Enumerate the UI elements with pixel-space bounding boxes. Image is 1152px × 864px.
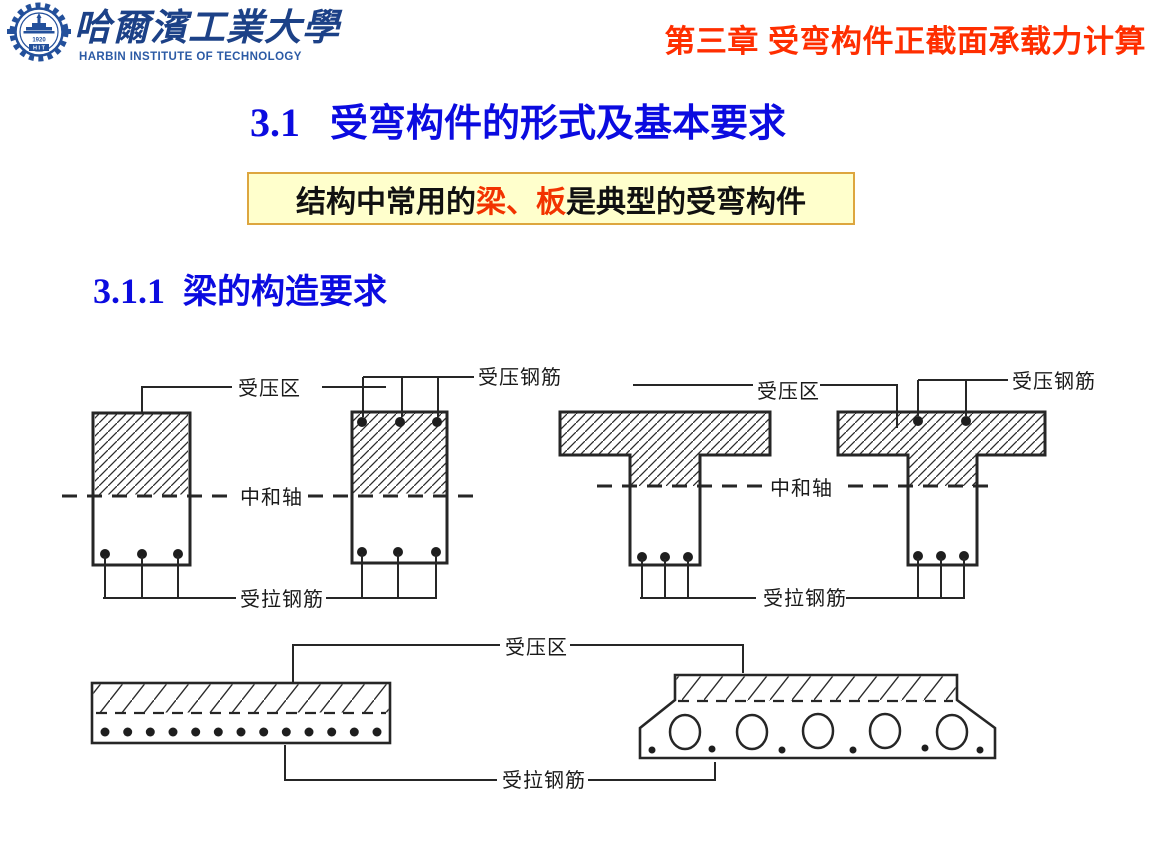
compression-zone-hatch	[93, 684, 389, 713]
compression-zone-hatch	[95, 414, 188, 495]
leader-lines	[633, 379, 1008, 599]
figure-slabs: 受压区 受拉钢筋	[90, 636, 997, 792]
tension-rebar-dots	[913, 551, 969, 561]
hollow-core-slab-section	[638, 673, 997, 760]
label-compression-zone: 受压区	[757, 380, 820, 403]
tension-rebar-dots	[100, 549, 183, 559]
logo-building-icon	[7, 13, 71, 34]
section-title: 3.1 受弯构件的形式及基本要求	[250, 92, 786, 147]
rect-beam-section-compression-rebar	[350, 410, 449, 565]
highlight-prefix: 结构中常用的	[296, 185, 476, 219]
t-beam-section-compression-rebar	[836, 410, 1047, 567]
subsection-number: 3.1.1	[93, 271, 165, 311]
label-neutral-axis: 中和轴	[770, 477, 833, 500]
t-beam-section	[558, 410, 772, 567]
label-tension-rebar: 受拉钢筋	[240, 588, 324, 611]
label-compression-zone: 受压区	[238, 377, 301, 400]
compression-zone-hatch	[839, 413, 1044, 486]
hollow-core-holes	[668, 712, 969, 751]
leader-lines	[284, 644, 744, 781]
compression-zone-hatch	[561, 413, 769, 486]
section-title-text: 受弯构件的形式及基本要求	[330, 103, 787, 145]
tension-rebar-dots	[637, 552, 693, 562]
hit-logo: 1920 H I T	[6, 2, 72, 70]
solid-slab-section	[90, 681, 392, 745]
label-neutral-axis: 中和轴	[240, 486, 303, 509]
subsection-title-text: 梁的构造要求	[183, 273, 387, 311]
tension-rebar-dots	[357, 547, 441, 557]
highlight-box: 结构中常用的梁、板是典型的受弯构件	[247, 172, 855, 225]
logo-hit-text: H I T	[33, 46, 46, 52]
label-compression-rebar: 受压钢筋	[1012, 370, 1096, 393]
beam-sections-figure: 受压区 受压钢筋 中和轴 受拉钢筋	[62, 366, 1096, 792]
subsection-title: 3.1.1 梁的构造要求	[93, 264, 387, 313]
university-name-en: HARBIN INSTITUTE OF TECHNOLOGY	[79, 51, 302, 63]
section-number: 3.1	[250, 100, 300, 145]
label-tension-rebar: 受拉钢筋	[763, 587, 847, 610]
chapter-title: 第三章 受弯构件正截面承载力计算	[664, 24, 1146, 59]
compression-rebar-dots	[357, 417, 442, 427]
tension-rebar-dots	[100, 727, 382, 737]
leader-lines	[103, 376, 474, 599]
university-name-cn: 哈爾濱工業大學	[74, 5, 340, 49]
highlight-emphasis: 梁、板	[476, 185, 566, 219]
figure-rect-beams: 受压区 受压钢筋 中和轴 受拉钢筋	[62, 366, 562, 611]
logo-year: 1920	[32, 38, 46, 44]
label-compression-rebar: 受压钢筋	[478, 366, 562, 389]
label-tension-rebar: 受拉钢筋	[502, 769, 586, 792]
label-compression-zone: 受压区	[505, 636, 568, 659]
tension-rebar-dots	[648, 744, 984, 754]
highlight-suffix: 是典型的受弯构件	[566, 185, 806, 219]
compression-zone-hatch	[676, 676, 956, 701]
figure-t-beams: 受压区 受压钢筋 中和轴 受拉钢筋	[558, 370, 1096, 610]
rect-beam-section	[91, 411, 192, 567]
compression-rebar-dots	[913, 416, 971, 426]
